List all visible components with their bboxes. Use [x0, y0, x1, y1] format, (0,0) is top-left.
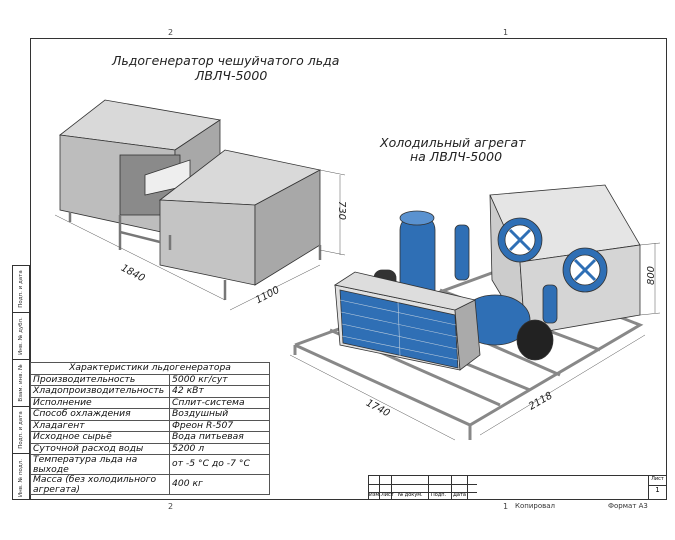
sheet-label: Лист	[649, 476, 666, 486]
spec-label: Производительность	[30, 373, 170, 386]
spec-value: Фреон R-507	[169, 419, 270, 432]
zone-marker: 2	[168, 502, 174, 511]
strip-label: Взам. инв. №	[18, 364, 24, 402]
spec-label: Хладопроизводительность	[30, 385, 170, 398]
spec-label: Способ охлаждения	[30, 408, 170, 421]
unit-model: на ЛВЛЧ-5000	[410, 149, 503, 164]
zone-marker: 1	[503, 28, 509, 37]
zone-marker: 2	[168, 28, 174, 37]
sheet-number: 1	[655, 486, 660, 494]
spec-table: Характеристики льдогенератора Производит…	[30, 362, 270, 495]
strip-label: Подп. и дата	[18, 411, 24, 449]
spec-table-title: Характеристики льдогенератора	[30, 362, 270, 375]
refrigeration-unit-drawing	[289, 184, 661, 441]
spec-value: 5000 кг/сут	[169, 373, 270, 386]
strip-label: Инв. № дубл.	[18, 317, 24, 355]
icemaker-model: ЛВЛЧ-5000	[195, 68, 268, 83]
spec-value: 400 кг	[169, 474, 270, 495]
zone-marker: 1	[503, 502, 509, 511]
spec-label: Хладагент	[30, 419, 170, 432]
strip-label: Подп. и дата	[18, 270, 24, 308]
format-label: Формат А3	[608, 502, 648, 510]
icemaker-title: Льдогенератор чешуйчатого льда	[112, 53, 340, 68]
title-block-col: Дата	[453, 492, 466, 498]
table-row: Масса (без холодильного агрегата)400 кг	[30, 474, 270, 495]
title-block-col: Изм.	[369, 492, 381, 498]
icemaker-drawing	[54, 99, 346, 311]
title-block-col: № докум.	[398, 492, 423, 498]
spec-label: Суточной расход воды	[30, 442, 170, 455]
spec-value: от -5 °С до -7 °С	[169, 454, 270, 475]
side-stamp-strip: Подп. и дата Инв. № дубл. Взам. инв. № П…	[12, 265, 30, 500]
spec-value: Сплит-система	[169, 396, 270, 409]
spec-label: Исполнение	[30, 396, 170, 409]
title-block: Изм. Лист № докум. Подп. Дата Лист 1	[368, 475, 667, 500]
unit-title: Холодильный агрегат	[380, 135, 526, 150]
title-block-col: Подп.	[431, 492, 447, 498]
spec-value: 5200 л	[169, 442, 270, 455]
strip-label: Инв. № подл.	[18, 458, 24, 497]
spec-value: Вода питьевая	[169, 431, 270, 444]
spec-label: Температура льда на выходе	[30, 454, 170, 475]
dimension-label: 800	[646, 265, 658, 286]
spec-value: 42 кВт	[169, 385, 270, 398]
title-block-col: Лист	[381, 492, 394, 498]
spec-value: Воздушный	[169, 408, 270, 421]
copied-label: Копировал	[515, 502, 555, 510]
spec-label: Исходное сырьё	[30, 431, 170, 444]
drawing-frame	[30, 38, 667, 500]
spec-label: Масса (без холодильного агрегата)	[30, 474, 170, 495]
dimension-label: 730	[336, 200, 348, 221]
